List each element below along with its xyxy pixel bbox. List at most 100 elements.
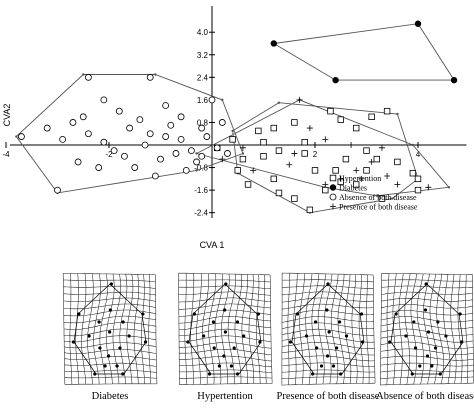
landmark-point — [423, 308, 428, 312]
point — [414, 20, 422, 27]
hull-series-0 — [232, 102, 419, 214]
landmark-point — [319, 364, 324, 368]
point — [162, 133, 170, 140]
y-tick-label: -1.6 — [194, 186, 208, 195]
legend-label: Hypertention — [339, 174, 381, 183]
point — [358, 175, 365, 182]
point — [100, 138, 108, 146]
landmark-point — [326, 354, 330, 358]
grid-label-absence: Absence of both disease — [376, 391, 474, 402]
landmark-point — [223, 308, 227, 312]
landmark-point — [118, 346, 122, 350]
landmark-point — [98, 346, 102, 350]
point — [322, 181, 329, 188]
point — [327, 107, 334, 115]
deformation-grid-absence — [377, 270, 474, 388]
series-1 — [270, 20, 458, 84]
landmark-point — [127, 334, 131, 338]
landmark-point — [211, 320, 216, 324]
point — [450, 76, 458, 84]
point — [59, 135, 67, 143]
y-tick-label: 2.4 — [197, 73, 209, 82]
landmark-point — [360, 340, 365, 344]
landmark-point — [223, 330, 227, 334]
hull-vertex — [447, 186, 451, 189]
y-tick-label: 0.8 — [197, 118, 209, 127]
point — [311, 167, 319, 174]
legend-marker — [329, 184, 337, 191]
point — [203, 133, 211, 140]
point — [182, 166, 190, 174]
landmark-point — [418, 364, 422, 368]
point — [172, 150, 180, 157]
point — [167, 121, 175, 129]
deformation-grid-diabetes — [60, 270, 160, 388]
point — [18, 133, 25, 140]
point — [234, 167, 241, 174]
landmark-point — [212, 346, 216, 350]
point — [54, 186, 61, 194]
landmark-point — [222, 354, 226, 358]
landmark-point — [143, 340, 148, 344]
point — [291, 119, 298, 126]
point — [306, 206, 314, 214]
point — [146, 73, 154, 81]
deformation-grid-hypertention — [175, 270, 275, 388]
deformation-mesh — [62, 273, 158, 385]
point — [337, 175, 344, 182]
landmark-point — [141, 312, 145, 316]
hull-vertex — [82, 73, 85, 76]
landmark-point — [192, 312, 196, 316]
landmark-point — [71, 340, 76, 344]
point — [255, 127, 262, 135]
point — [394, 158, 401, 166]
point — [337, 116, 344, 123]
point — [414, 186, 422, 194]
point — [368, 113, 375, 120]
landmark-point — [413, 346, 418, 350]
point — [146, 130, 154, 138]
y-tick-label: 4.0 — [197, 28, 209, 37]
point — [275, 147, 283, 154]
landmark-point — [337, 320, 342, 324]
point — [384, 173, 391, 180]
point — [373, 155, 380, 163]
landmark-point — [444, 334, 448, 338]
legend-entry-2: Absence of both disease — [329, 193, 417, 202]
landmark-outline — [73, 283, 147, 375]
hull-vertex — [396, 112, 399, 116]
point — [425, 184, 432, 191]
point — [85, 130, 92, 138]
point — [414, 175, 422, 183]
y-tick-label: 3.2 — [197, 51, 209, 60]
hull-vertex — [411, 143, 415, 147]
hull-vertex — [231, 129, 234, 133]
landmark-point — [410, 372, 414, 376]
landmark-point — [121, 372, 125, 376]
landmark-point — [438, 372, 442, 376]
point — [291, 150, 298, 157]
hull-vertex — [154, 73, 157, 76]
x-tick-label: -2 — [105, 150, 113, 159]
point — [291, 195, 298, 202]
landmark-point — [327, 330, 331, 334]
point — [260, 153, 267, 160]
point — [121, 152, 128, 160]
landmark-point — [426, 330, 431, 334]
point — [301, 138, 308, 146]
legend-marker — [330, 203, 336, 210]
point — [151, 172, 159, 180]
landmark-point — [339, 372, 343, 376]
legend-label: Diabetes — [339, 184, 367, 193]
landmark-point — [311, 372, 315, 376]
landmark-point — [388, 340, 392, 344]
landmark-point — [202, 334, 206, 338]
point — [296, 96, 303, 103]
y-axis-label: CVA2 — [2, 104, 12, 127]
landmark-outline — [291, 283, 365, 375]
point — [352, 181, 360, 188]
deformation-mesh — [281, 272, 376, 386]
landmark-point — [232, 346, 236, 350]
point — [342, 155, 350, 163]
deformation-grids-row: Diabetes Hypertention Presence of both d… — [0, 262, 474, 413]
